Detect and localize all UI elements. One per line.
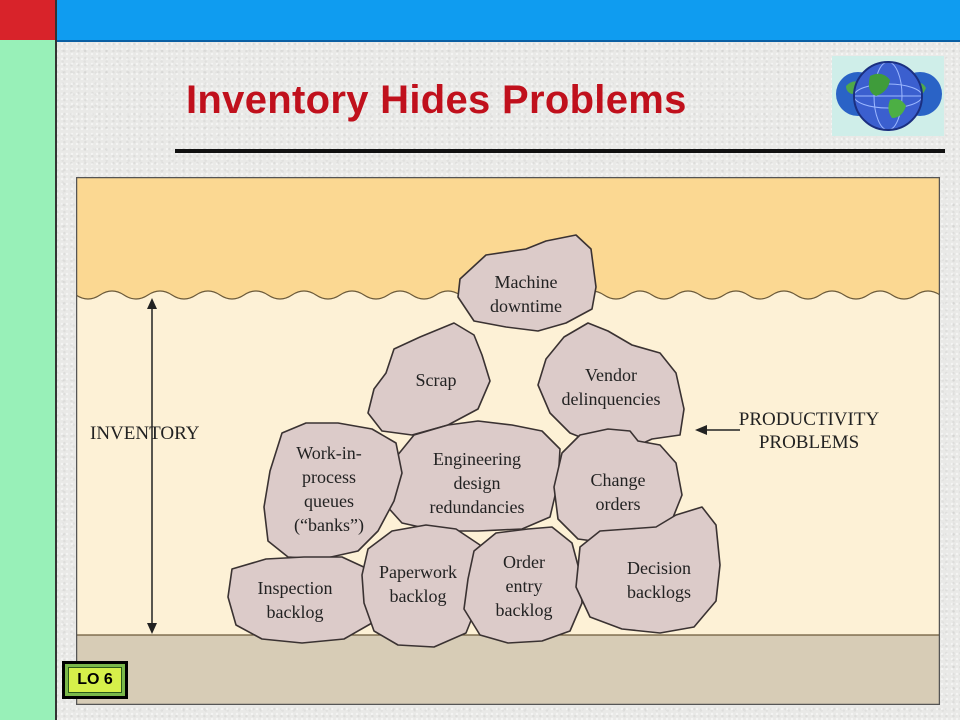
top-banner <box>0 0 960 42</box>
rock-label-inspection-line1: Inspection <box>258 578 333 598</box>
rock-label-wip-line4: (“banks”) <box>294 515 364 536</box>
rock-label-order-entry-line1: Order <box>503 552 545 572</box>
seabed <box>76 635 940 705</box>
lo-badge-label: LO 6 <box>68 667 122 693</box>
rock-label-decision-line2: backlogs <box>627 582 691 602</box>
learning-objective-badge: LO 6 <box>62 661 128 699</box>
rock-label-machine-downtime-line1: Machine <box>495 272 558 292</box>
rock-label-paperwork-line1: Paperwork <box>379 562 457 582</box>
productivity-pointer <box>695 425 740 435</box>
rock-scrap <box>367 322 491 436</box>
rock-label-inspection-line2: backlog <box>267 602 324 622</box>
productivity-label-line2: PROBLEMS <box>759 432 859 453</box>
rock-label-vendor-line2: delinquencies <box>562 389 661 409</box>
title-underline <box>175 149 945 153</box>
rock-label-engineering-line2: design <box>454 473 501 493</box>
rock-label-decision-line1: Decision <box>627 558 691 578</box>
inventory-arrow <box>147 298 157 634</box>
inventory-label: INVENTORY <box>90 423 200 444</box>
rock-label-change-orders-line2: orders <box>596 494 641 514</box>
rock-label-vendor-line1: Vendor <box>585 365 637 385</box>
rock-label-order-entry-line3: backlog <box>496 600 553 620</box>
top-corner-block <box>0 0 57 40</box>
rock-machine-downtime <box>457 234 597 332</box>
rock-label-engineering-line1: Engineering <box>433 449 521 469</box>
productivity-label-line1: PRODUCTIVITY <box>739 409 880 430</box>
rock-label-machine-downtime-line2: downtime <box>490 296 562 316</box>
rock-label-scrap: Scrap <box>416 370 457 390</box>
rock-label-engineering-line3: redundancies <box>430 497 525 517</box>
rock-label-order-entry-line2: entry <box>506 576 543 596</box>
rock-label-wip-line1: Work-in- <box>296 443 362 463</box>
rock-vendor-delinquencies <box>537 322 685 450</box>
rock-label-wip-line3: queues <box>304 491 354 511</box>
rock-work-in-process-queues <box>263 422 403 560</box>
globe-icon <box>832 56 944 136</box>
rock-change-orders <box>553 428 683 544</box>
slide-title: Inventory Hides Problems <box>186 78 687 122</box>
rock-label-wip-line2: process <box>302 467 356 487</box>
rock-inspection-backlog <box>227 556 379 644</box>
inventory-diagram: INVENTORY PRODUCTIVITY PROBLEMS Machine … <box>76 177 940 705</box>
left-sidebar-strip <box>0 40 57 720</box>
rock-label-paperwork-line2: backlog <box>390 586 447 606</box>
rock-label-change-orders-line1: Change <box>591 470 646 490</box>
rock-decision-backlogs <box>575 506 721 634</box>
rock-order-entry-backlog <box>463 526 583 644</box>
